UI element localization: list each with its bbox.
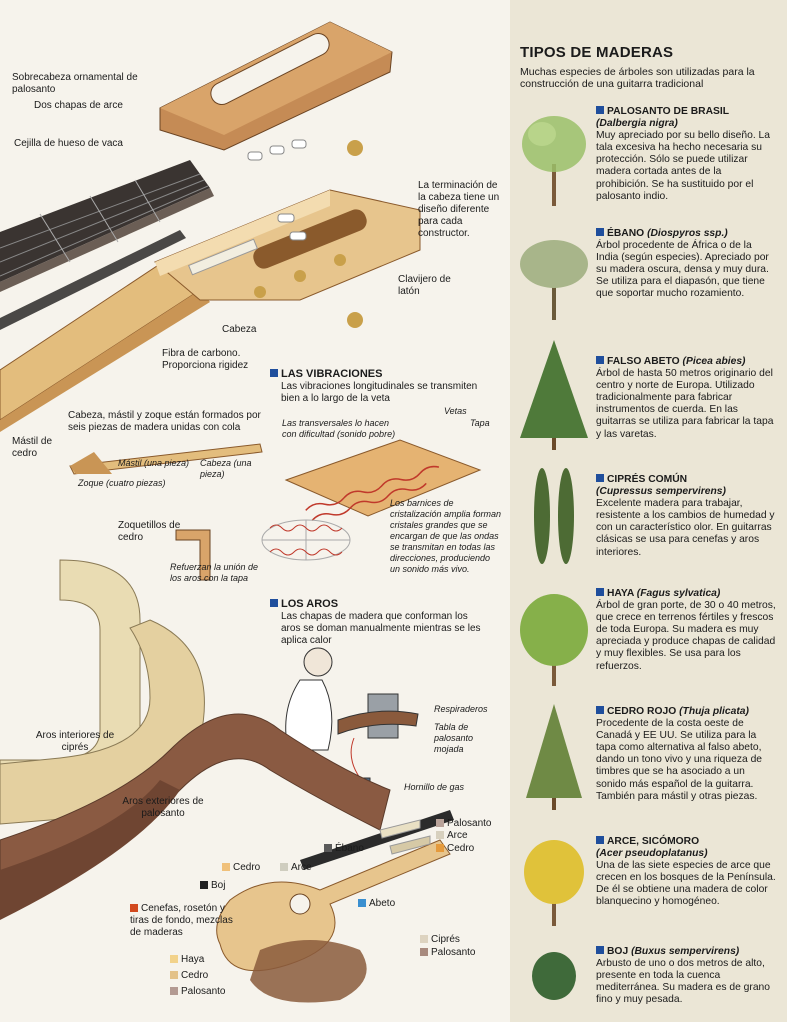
- wood-entry-falso-abeto: FALSO ABETO (Picea abies) Árbol de hasta…: [596, 356, 774, 440]
- inner-sides-label: Aros interiores de ciprés: [35, 730, 115, 753]
- bone-nut-label: Cejilla de hueso de vaca: [14, 138, 123, 149]
- wood-entry-arce: ARCE, SICÓMORO (Acer pseudoplatanus) Una…: [596, 836, 776, 908]
- cedar-neck-label: Mástil de cedro: [12, 436, 53, 459]
- wet-board-label: Tabla de palosanto mojada: [434, 722, 474, 754]
- top-label: Tapa: [470, 418, 490, 428]
- headplate-label: Sobrecabeza ornamental de palosanto: [12, 72, 138, 95]
- outer-sides-label: Aros exteriores de palosanto: [122, 796, 204, 819]
- legend-palosanto-right: Palosanto: [420, 947, 475, 959]
- grain-label: Vetas: [444, 406, 467, 416]
- wood-entry-cipres: CIPRÉS COMÚN (Cupressus sempervirens) Ex…: [596, 474, 775, 558]
- head-termination-label: La terminación de la cabeza tiene un dis…: [418, 180, 500, 239]
- legend-cenefas: Cenefas, rosetón y tiras de fondo, mezcl…: [130, 903, 233, 938]
- gas-burner-label: Hornillo de gas: [404, 782, 465, 792]
- varnish-label: Los barnices de cristalización amplia fo…: [390, 498, 502, 574]
- kerfing-purpose-label: Refuerzan la unión de los aros con la ta…: [170, 562, 259, 583]
- transversal-label: Las transversales lo hacen con dificulta…: [282, 418, 396, 439]
- wood-entry-palosanto: PALOSANTO DE BRASIL (Dalbergia nigra) Mu…: [596, 106, 771, 202]
- wood-entry-haya: HAYA (Fagus sylvatica) Árbol de gran por…: [596, 588, 776, 672]
- legend-arce: Arce: [280, 862, 312, 874]
- carbon-fiber-label: Fibra de carbono. Proporciona rigidez: [162, 348, 249, 371]
- sides-title: LOS AROS: [270, 598, 338, 610]
- wood-types-title: TIPOS DE MADERAS: [520, 44, 674, 61]
- tuners-label: Clavijero de latón: [398, 274, 451, 297]
- kerfing-block: [175, 529, 211, 581]
- guitar-anatomy-illustration: [0, 21, 482, 1003]
- fretboard-graphic: [0, 160, 214, 292]
- conifer-tree-icon: [520, 340, 588, 450]
- neck-pieces-diagram: [69, 443, 263, 475]
- head-graphic: [154, 140, 421, 328]
- headplate-graphic: [159, 21, 393, 151]
- broadleaf-tree-icon: [520, 240, 588, 320]
- guitar-illustration-panel: Sobrecabeza ornamental de palosanto Dos …: [0, 21, 502, 1003]
- wood-entry-boj: BOJ (Buxus sempervirens) Arbusto de uno …: [596, 946, 771, 1006]
- vibrations-title: LAS VIBRACIONES: [270, 368, 382, 380]
- legend-boj: Boj: [200, 880, 225, 892]
- legend-palosanto-bottom: Palosanto: [170, 986, 225, 998]
- legend-arce-top: Arce: [436, 830, 468, 842]
- wood-entry-ebano: ÉBANO (Diospyros ssp.) Árbol procedente …: [596, 228, 769, 300]
- legend-cedro: Cedro: [222, 862, 260, 874]
- vibrations-text: Las vibraciones longitudinales se transm…: [281, 381, 478, 404]
- vents-label: Respiraderos: [434, 704, 488, 714]
- neck-assembly-label: Cabeza, mástil y zoque están formados po…: [68, 410, 261, 433]
- guitar-sides-graphic: [0, 559, 391, 920]
- head-piece-label: Cabeza (una pieza): [200, 458, 252, 479]
- cypress-tree-icon: [534, 468, 574, 564]
- carbon-fiber-strip: [0, 230, 186, 330]
- wood-types-subtitle: Muchas especies de árboles son utilizada…: [520, 66, 755, 90]
- conifer-tree-icon: [526, 704, 582, 810]
- legend-cedro-bottom: Cedro: [170, 970, 208, 982]
- broadleaf-tree-icon: [522, 116, 586, 206]
- legend-palosanto-top: Palosanto: [436, 818, 491, 830]
- legend-cedro-top: Cedro: [436, 843, 474, 855]
- shrub-icon: [532, 952, 576, 1000]
- legend-abeto: Abeto: [358, 898, 395, 910]
- legend-haya: Haya: [170, 954, 204, 966]
- heel-label: Zoque (cuatro piezas): [78, 478, 166, 488]
- broadleaf-tree-icon: [520, 594, 588, 686]
- broadleaf-tree-icon: [524, 840, 584, 926]
- legend-cipres: Ciprés: [420, 934, 460, 946]
- vibrations-board: [284, 439, 482, 521]
- crystal-wave-diagram: [261, 519, 351, 561]
- neck-piece-label: Mástil (una pieza): [118, 458, 190, 468]
- kerfing-label: Zoquetillos de cedro: [118, 520, 181, 543]
- wood-entry-cedro-rojo: CEDRO ROJO (Thuja plicata) Procedente de…: [596, 706, 763, 802]
- sides-text: Las chapas de madera que conforman los a…: [281, 611, 481, 646]
- legend-ebano: Ébano: [324, 843, 364, 855]
- head-label: Cabeza: [222, 324, 257, 335]
- maple-veneers-label: Dos chapas de arce: [34, 100, 123, 111]
- exploded-guitar-graphic: [216, 810, 454, 1003]
